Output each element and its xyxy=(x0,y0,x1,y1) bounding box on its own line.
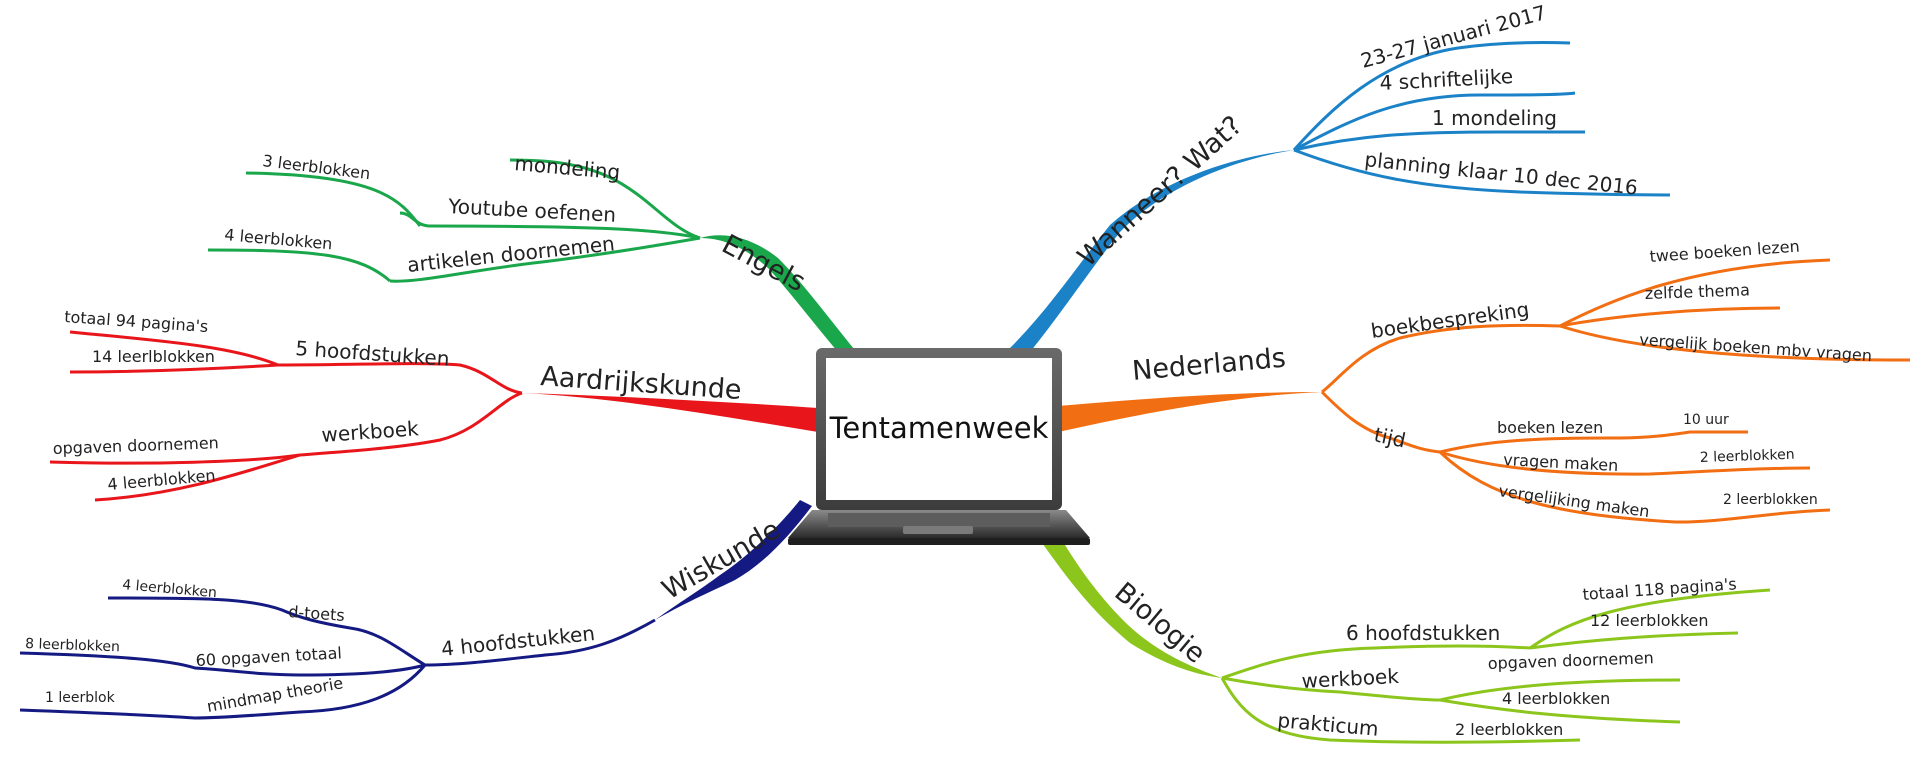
center-title: Tentamenweek xyxy=(829,411,1049,445)
engels-branch xyxy=(700,235,855,352)
wanneer-label: Wanneer? Wat? xyxy=(1072,110,1248,273)
nederlands-boekbespreking: boekbespreking xyxy=(1369,297,1530,343)
biologie-branch xyxy=(1040,540,1222,678)
wiskunde-hoofdstukken: 4 hoofdstukken xyxy=(440,621,596,661)
biologie-werkboek: werkboek xyxy=(1301,664,1400,693)
wanneer-datum: 23-27 januari 2017 xyxy=(1358,0,1549,73)
nederlands-vergelijk: vergelijk boeken mbv vragen xyxy=(1639,330,1873,365)
wiskunde-label: Wiskunde xyxy=(657,514,785,606)
aardrijkskunde-opgaven: opgaven doornemen xyxy=(52,433,219,458)
nederlands-twee-boeken: twee boeken lezen xyxy=(1649,237,1800,266)
aardrijkskunde-blokken4: 4 leerblokken xyxy=(107,466,217,494)
nederlands-zelfde-thema: zelfde thema xyxy=(1644,280,1750,303)
biologie-prakticum: prakticum xyxy=(1277,708,1380,741)
wanneer-lines xyxy=(1292,41,1671,197)
laptop-icon xyxy=(788,348,1090,545)
engels-mondeling: mondeling xyxy=(514,151,622,184)
wiskunde-mindmap-blok: 1 leerblok xyxy=(45,690,116,706)
wiskunde-opgaven: 60 opgaven totaal xyxy=(195,643,342,670)
wanneer-mondeling: 1 mondeling xyxy=(1432,106,1557,130)
wiskunde-dtoets: d-toets xyxy=(288,602,346,625)
nederlands-vragen-blokken: 2 leerblokken xyxy=(1700,447,1795,466)
wanneer-branch xyxy=(1010,150,1294,352)
biologie-blokken12: 12 leerblokken xyxy=(1590,611,1709,630)
engels-youtube: Youtube oefenen xyxy=(447,194,617,227)
nederlands-tien-uur: 10 uur xyxy=(1683,412,1729,428)
wiskunde-opgaven-blokken: 8 leerblokken xyxy=(25,636,120,655)
nederlands-branch xyxy=(1058,392,1322,432)
nederlands-vragen-maken: vragen maken xyxy=(1503,450,1619,475)
nederlands-boeken-lezen: boeken lezen xyxy=(1497,418,1603,437)
nederlands-vergelijking-blokken: 2 leerblokken xyxy=(1723,492,1818,508)
nederlands-lines xyxy=(1320,258,1911,524)
aardrijkskunde-lines xyxy=(49,330,523,502)
biologie-hoofdstukken: 6 hoofdstukken xyxy=(1346,621,1500,645)
engels-artikelen: artikelen doornemen xyxy=(406,231,616,277)
aardrijkskunde-branch xyxy=(522,393,818,432)
nederlands-label: Nederlands xyxy=(1131,343,1287,387)
aardrijkskunde-blokken14: 14 leerlblokken xyxy=(92,347,215,366)
wanneer-schriftelijke: 4 schriftelijke xyxy=(1379,64,1514,95)
nederlands-tijd: tijd xyxy=(1372,422,1408,452)
engels-lines xyxy=(207,158,701,283)
aardrijkskunde-werkboek: werkboek xyxy=(321,416,420,447)
biologie-prakticum-blokken: 2 leerblokken xyxy=(1455,720,1563,739)
biologie-paginas: totaal 118 pagina's xyxy=(1582,574,1737,604)
nederlands-vergelijking: vergelijking maken xyxy=(1497,481,1650,521)
biologie-lines xyxy=(1220,588,1771,744)
wiskunde-lines xyxy=(19,596,656,720)
biologie-opgaven: opgaven doornemen xyxy=(1487,648,1654,673)
engels-label: Engels xyxy=(717,229,811,298)
biologie-blokken4: 4 leerblokken xyxy=(1502,689,1610,708)
aardrijkskunde-paginas: totaal 94 pagina's xyxy=(64,307,209,336)
wiskunde-branch xyxy=(655,500,812,620)
